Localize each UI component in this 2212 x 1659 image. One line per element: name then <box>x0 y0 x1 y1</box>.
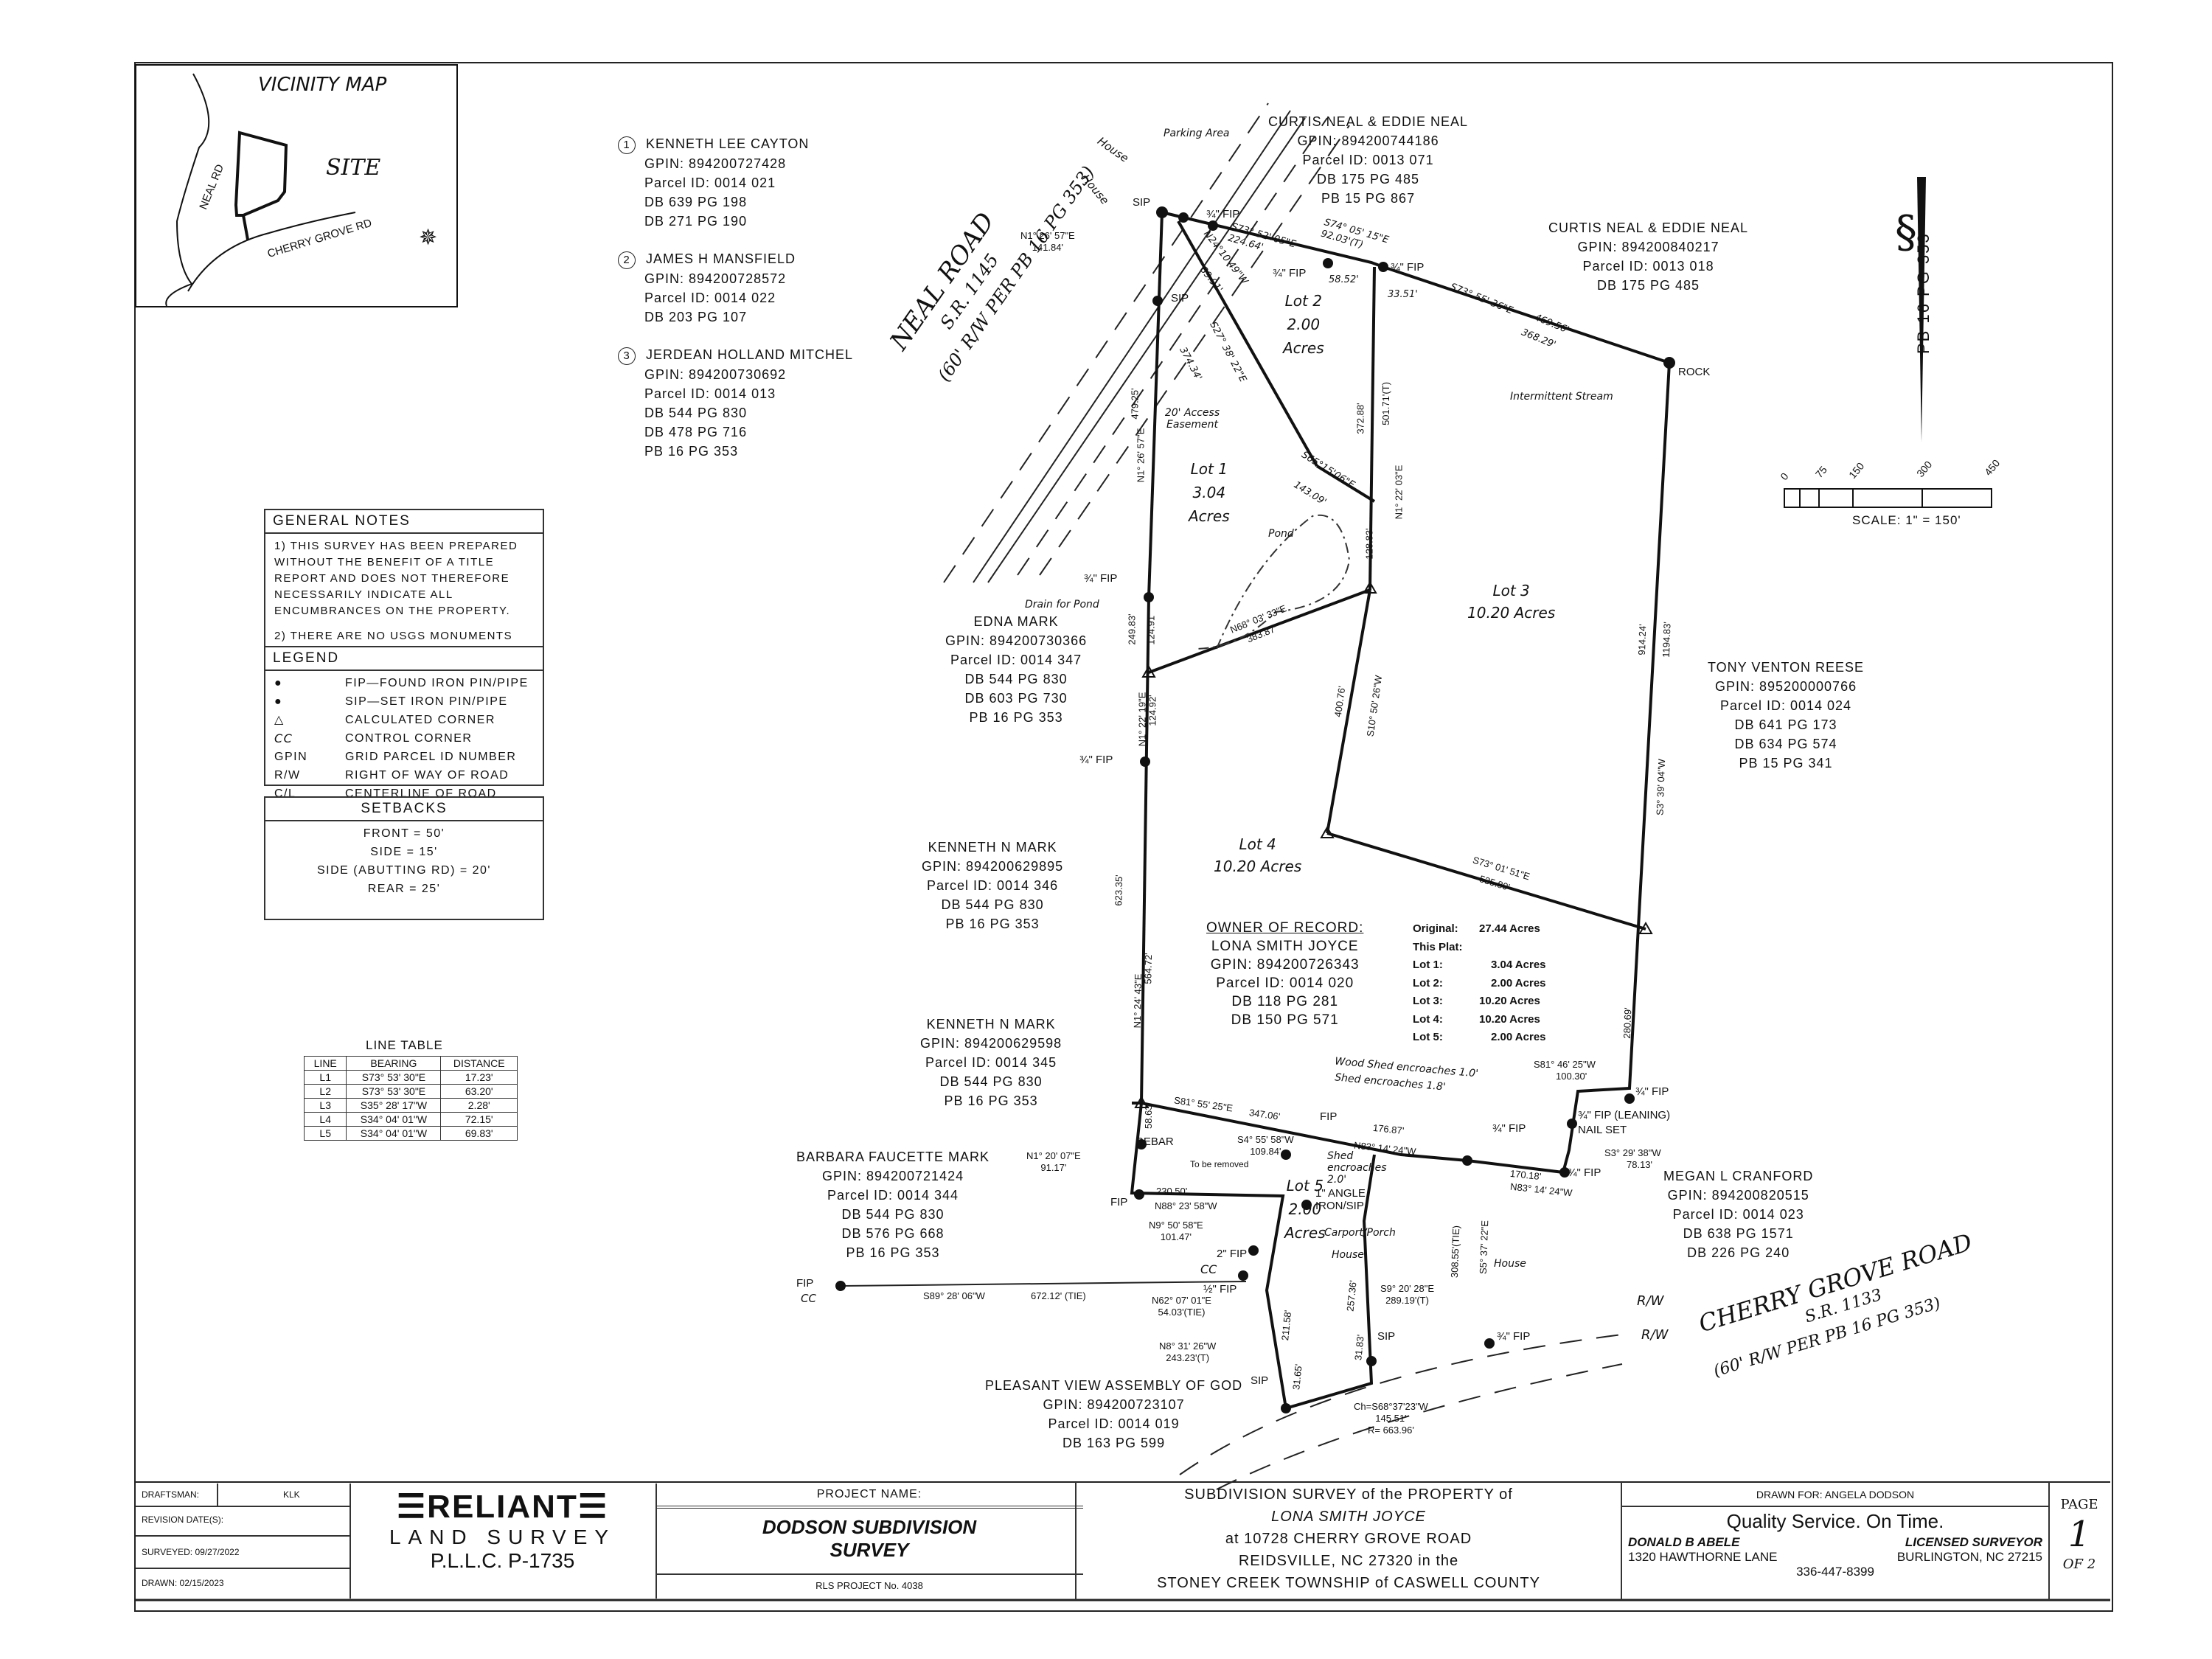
drawing-border <box>134 62 2113 1612</box>
general-note: 1) THIS SURVEY HAS BEEN PREPARED WITHOUT… <box>274 540 518 617</box>
pond-label: Pond <box>1268 528 1294 540</box>
legend-box: LEGEND ●FIP—FOUND IRON PIN/PIPE ●SIP—SET… <box>264 646 544 818</box>
legend-title: LEGEND <box>265 647 543 671</box>
owner-of-record: OWNER OF RECORD: LONA SMITH JOYCE GPIN: … <box>1206 920 1364 1028</box>
north-arrow-icon: § <box>1895 206 1917 258</box>
sip-icon: ● <box>274 695 283 708</box>
stream-label: Intermittent Stream <box>1510 391 1613 403</box>
rock-label: ROCK <box>1678 366 1711 378</box>
scale-label: SCALE: 1" = 150' <box>1852 513 1961 527</box>
vicinity-map-title: VICINITY MAP <box>258 74 387 96</box>
title-block: DRAFTSMAN: KLK REVISION DATE(S): SURVEYE… <box>136 1484 1168 1599</box>
draftsman-value: KLK <box>283 1489 300 1500</box>
triangle-icon: △ <box>274 714 285 726</box>
easement-label: 20' Access Easement <box>1164 407 1220 431</box>
page-indicator: PAGE 1 OF 2 <box>2060 1497 2098 1572</box>
line-table-title: LINE TABLE <box>366 1038 443 1052</box>
compass-rose-icon: ✵ <box>419 226 438 250</box>
setbacks-box: SETBACKS FRONT = 50' SIDE = 15' SIDE (AB… <box>264 796 544 920</box>
parking-label: Parking Area <box>1164 128 1230 139</box>
drain-label: Drain for Pond <box>1025 599 1099 611</box>
acreage-table: Original:27.44 Acres This Plat: Lot 1:3.… <box>1413 922 1546 1043</box>
control-corner-icon: CC <box>274 731 293 745</box>
setbacks-title: SETBACKS <box>265 798 543 821</box>
surveyor-info: DRAWN FOR: ANGELA DODSON Quality Service… <box>1622 1484 2048 1599</box>
draftsman-label: DRAFTSMAN: <box>142 1489 199 1500</box>
fip-icon: ● <box>274 677 283 689</box>
survey-description: SUBDIVISION SURVEY of the PROPERTY of LO… <box>1157 1486 1540 1591</box>
company-logo: ☰RELIANT☰ LAND SURVEY P.L.L.C. P-1735 <box>349 1484 657 1599</box>
general-notes-title: GENERAL NOTES <box>265 510 543 534</box>
site-label: SITE <box>326 155 381 181</box>
